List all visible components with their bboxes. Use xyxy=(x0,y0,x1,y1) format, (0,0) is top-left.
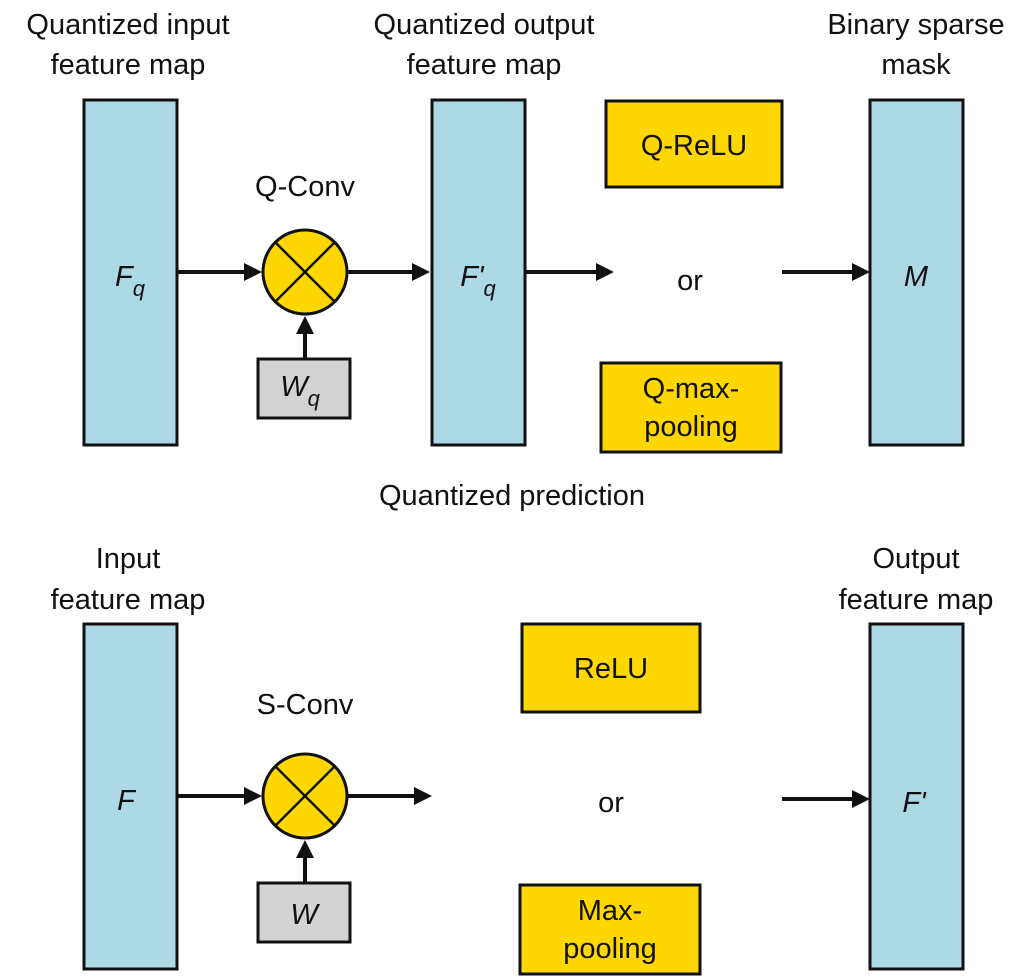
top-mask-title-line1: Binary sparse xyxy=(827,9,1004,41)
bottom-arrowhead-weight-to-conv xyxy=(296,840,314,858)
top-input-var: Fq xyxy=(115,261,146,301)
top-input-title-line2: feature map xyxy=(51,49,206,81)
top-output-title-line1: Quantized output xyxy=(374,9,595,41)
bottom-pool-box xyxy=(518,883,702,976)
top-section: Quantized input feature map Quantized ou… xyxy=(26,9,1005,454)
bottom-arrowhead-op-to-output xyxy=(852,790,870,808)
top-or-label: or xyxy=(677,265,703,297)
circled-times-icon xyxy=(261,752,349,840)
bottom-input-title-line2: feature map xyxy=(51,584,206,616)
bottom-relu-label: ReLU xyxy=(574,653,648,685)
bottom-or-label: or xyxy=(598,787,624,819)
bottom-arrowhead-input-to-conv xyxy=(244,787,262,805)
bottom-section: Input feature map Output feature map F S… xyxy=(51,543,994,976)
circled-times-icon xyxy=(261,228,349,316)
top-arrowhead-weight-to-conv xyxy=(296,316,314,334)
bottom-input-title-line1: Input xyxy=(96,543,161,575)
bottom-output-feature-map xyxy=(868,622,965,971)
bottom-weight-var: W xyxy=(290,899,320,931)
bottom-conv-label: S-Conv xyxy=(257,689,354,721)
top-output-feature-map xyxy=(430,98,527,447)
bottom-relu-box xyxy=(520,622,702,714)
bottom-output-title-line2: feature map xyxy=(839,584,994,616)
top-mask-var: M xyxy=(904,261,929,293)
top-arrowhead-op-to-mask xyxy=(852,263,870,281)
top-mask-title-line2: mask xyxy=(881,49,951,81)
top-conv-label: Q-Conv xyxy=(255,171,355,203)
bottom-arrowhead-conv-to-op xyxy=(414,787,432,805)
bottom-output-var: F' xyxy=(902,787,927,819)
top-relu-box xyxy=(604,99,784,189)
bottom-output-title-line1: Output xyxy=(872,543,959,575)
top-arrowhead-input-to-conv xyxy=(244,263,262,281)
top-pool-box xyxy=(599,361,783,454)
bottom-pool-label-line2: pooling xyxy=(563,933,657,965)
top-pool-label-line2: pooling xyxy=(644,411,738,443)
top-arrowhead-conv-to-output xyxy=(412,263,430,281)
top-weight-var: Wq xyxy=(280,371,320,411)
bottom-weight-box xyxy=(256,881,352,944)
top-relu-label: Q-ReLU xyxy=(641,130,747,162)
bottom-pool-label-line1: Max- xyxy=(578,895,642,927)
top-input-title-line1: Quantized input xyxy=(26,9,229,41)
section-caption: Quantized prediction xyxy=(379,480,645,512)
top-mask-box xyxy=(868,98,965,447)
top-arrowhead-output-to-op xyxy=(596,263,614,281)
bottom-input-var: F xyxy=(117,785,137,817)
top-pool-label-line1: Q-max- xyxy=(643,373,740,405)
top-output-var: F'q xyxy=(460,261,496,301)
top-input-feature-map xyxy=(82,98,179,447)
top-output-title-line2: feature map xyxy=(407,49,562,81)
